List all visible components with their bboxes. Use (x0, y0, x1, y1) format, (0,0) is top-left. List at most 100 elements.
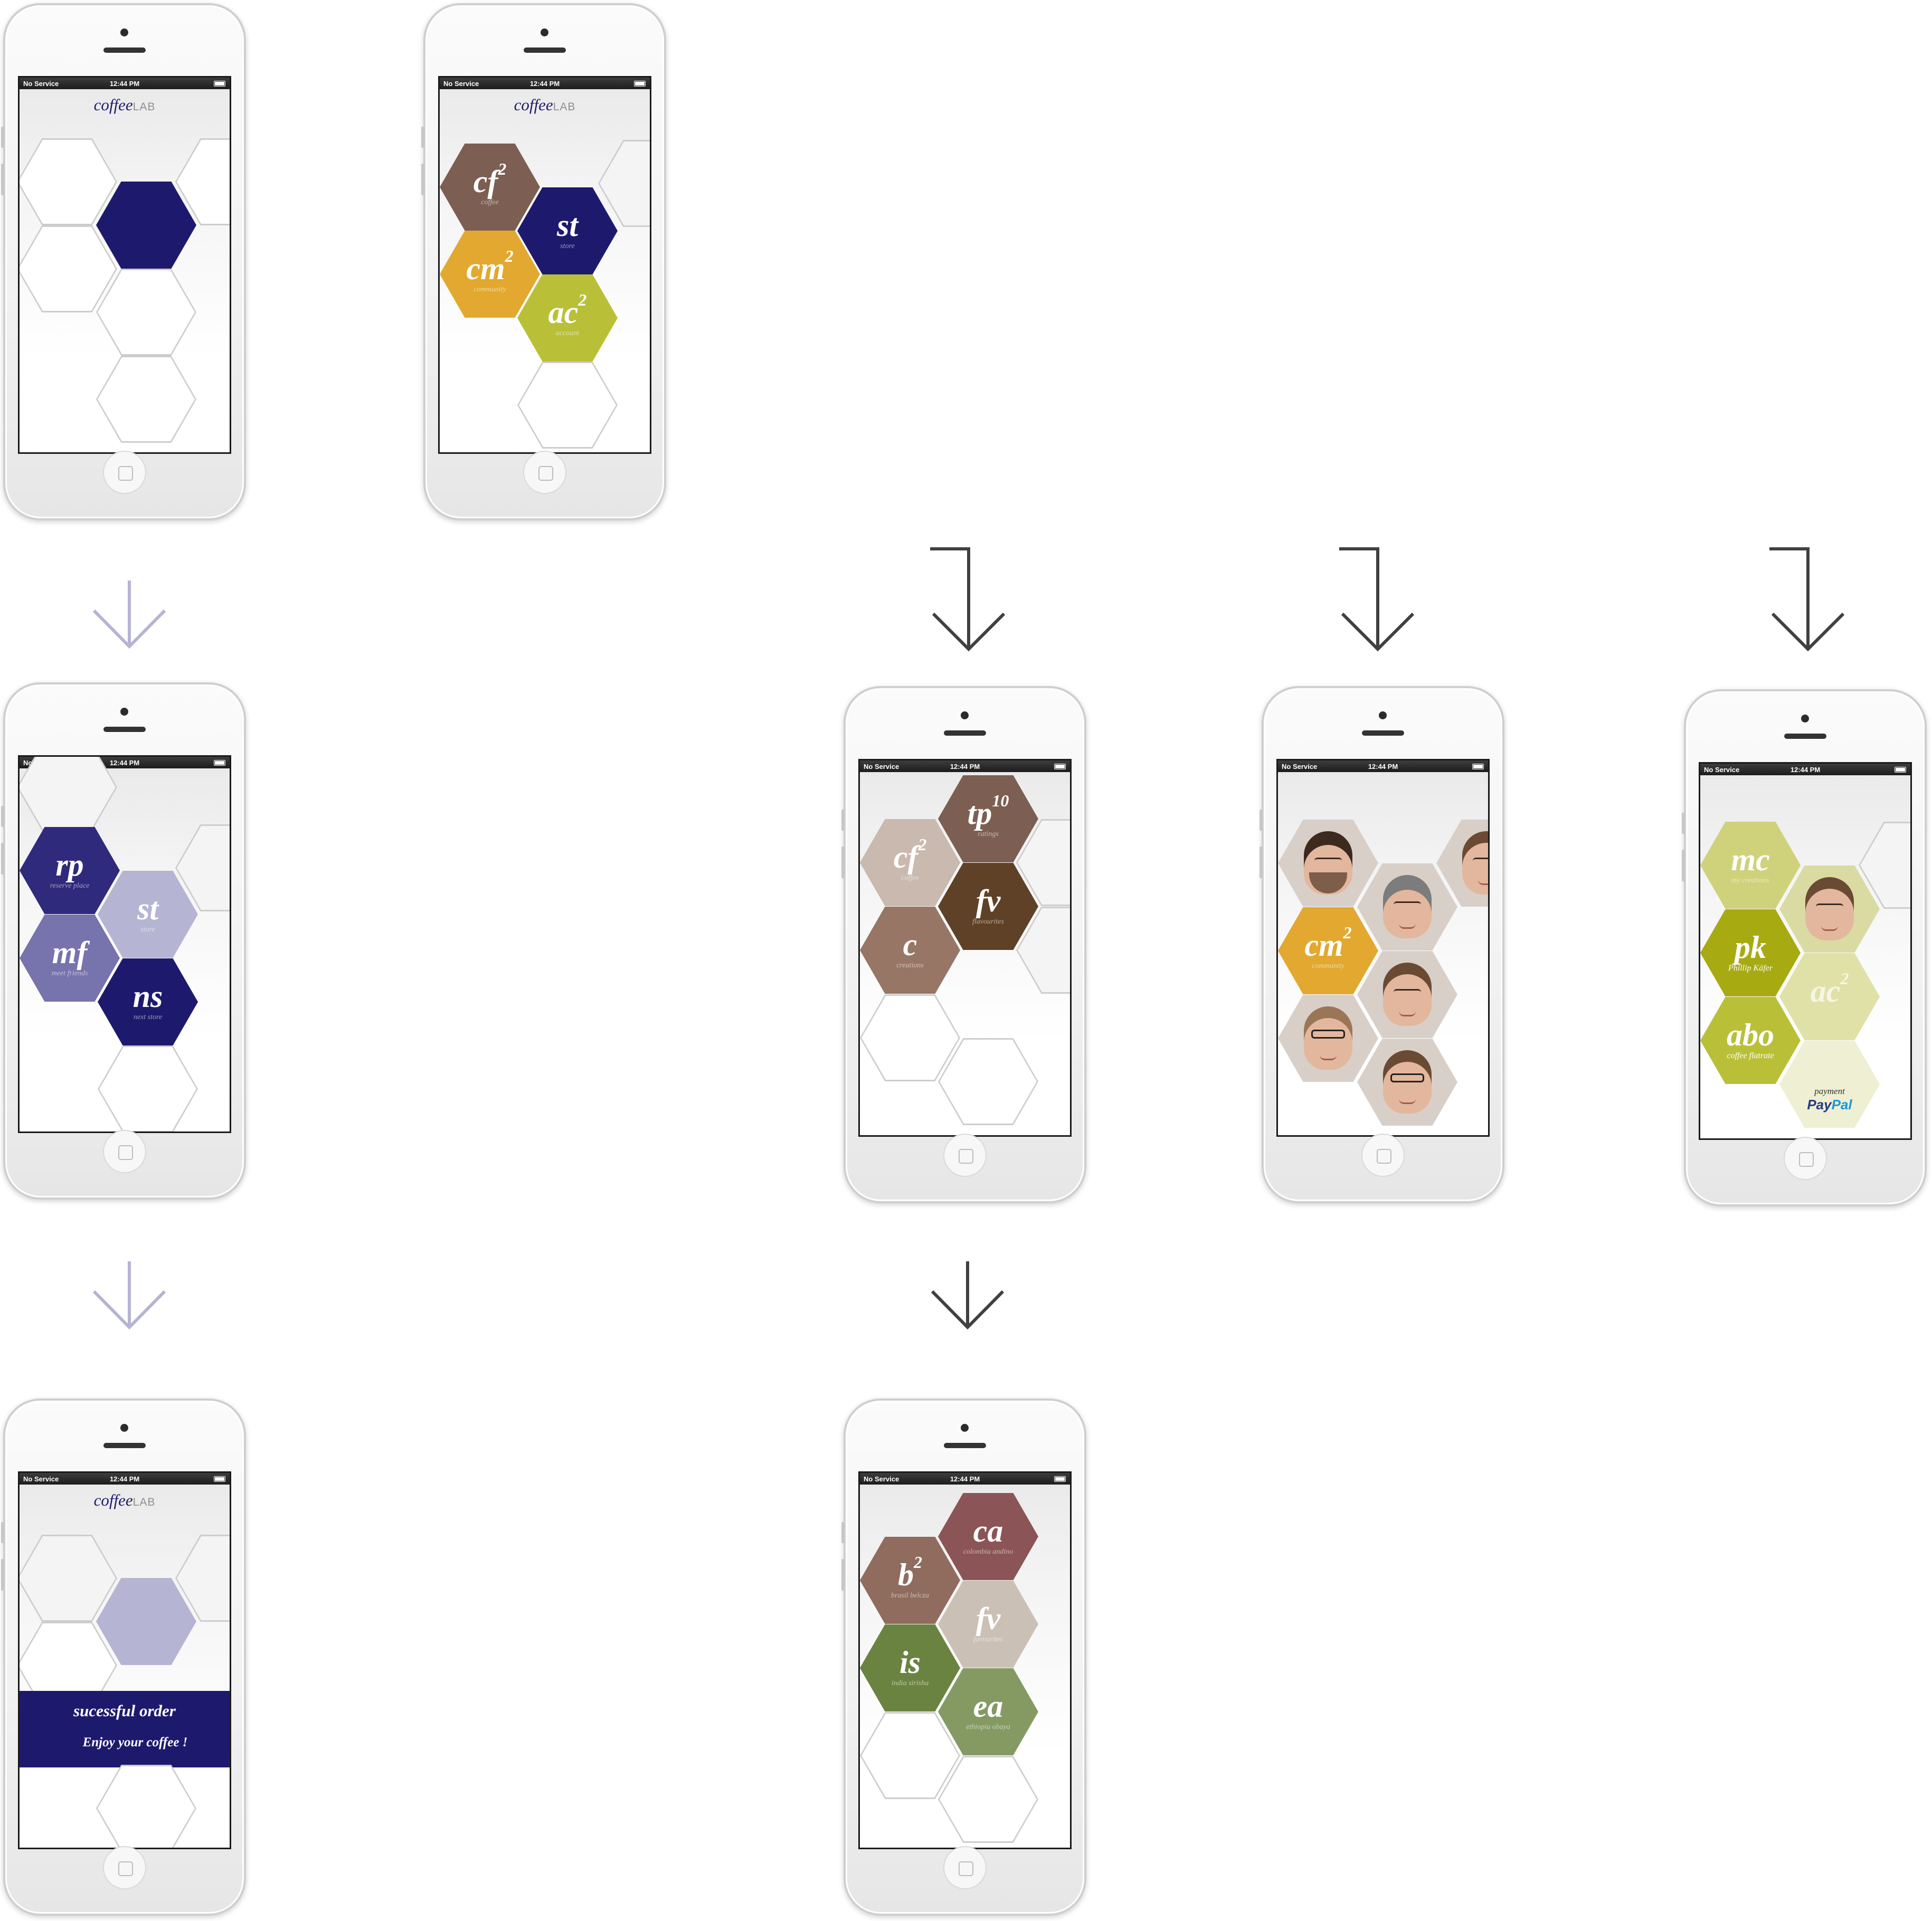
hex-slot (20, 225, 117, 312)
flow-arrow-down-icon (92, 581, 166, 649)
carrier-label: No Service (864, 1475, 899, 1483)
clock: 12:44 PM (529, 80, 560, 88)
member-photo[interactable] (1278, 820, 1378, 907)
order-success-banner: sucessful order Enjoy your coffee ! (20, 1691, 230, 1767)
home-button[interactable] (103, 1846, 146, 1889)
home-button[interactable] (1784, 1137, 1827, 1180)
hex-meet-friends[interactable]: mf meet friends (20, 915, 120, 1002)
status-bar: No Service 12:44 PM (440, 78, 650, 89)
screen: No Service 12:44 PM coffeeLAB cf2 coffee… (438, 76, 651, 454)
battery-icon (634, 81, 646, 87)
hex-account[interactable]: ac2 (1779, 953, 1880, 1040)
home-button[interactable] (1361, 1134, 1405, 1177)
hex-slot (96, 1765, 196, 1848)
carrier-label: No Service (864, 763, 899, 771)
home-button[interactable] (943, 1134, 987, 1177)
clock: 12:44 PM (1368, 763, 1398, 771)
hex-brand-center[interactable] (96, 182, 196, 269)
carrier-label: No Service (1282, 763, 1318, 771)
flow-arrow-down-icon (92, 1261, 166, 1330)
battery-icon (1472, 764, 1484, 769)
carrier-label: No Service (443, 80, 479, 88)
member-photo[interactable] (1278, 995, 1378, 1082)
hex-slot (20, 138, 117, 225)
hex-community[interactable]: cm2 community (440, 231, 540, 318)
hex-slot (20, 1535, 117, 1622)
clock: 12:44 PM (109, 1475, 140, 1483)
hex-coffee[interactable]: cf2 coffee (440, 144, 540, 231)
member-photo[interactable] (1357, 951, 1457, 1038)
payment-label: payment (1814, 1086, 1845, 1096)
screen: No Service 12:44 PM coffeeLAB (18, 76, 231, 454)
front-camera (1801, 715, 1809, 722)
phone-community: No Service 12:44 PM cm2 community (1259, 686, 1504, 1203)
order-message: Enjoy your coffee ! (82, 1735, 188, 1749)
clock: 12:44 PM (109, 759, 140, 767)
hex-account[interactable]: ac2 account (517, 274, 618, 362)
home-button[interactable] (523, 451, 566, 494)
battery-icon (214, 81, 225, 87)
front-camera (120, 1424, 128, 1432)
hex-favourites[interactable]: fv favourites (938, 1581, 1038, 1668)
battery-icon (1054, 764, 1066, 769)
member-photo[interactable] (1357, 1039, 1457, 1126)
hex-slot (20, 757, 117, 831)
hex-slot (96, 269, 196, 356)
clock: 12:44 PM (950, 763, 980, 771)
hex-my-creations[interactable]: mc my creations (1700, 822, 1801, 909)
screen: No Service 12:44 PM cm2 community (1276, 759, 1490, 1137)
hex-slot (938, 1756, 1038, 1843)
clock: 12:44 PM (1790, 766, 1821, 774)
home-button[interactable] (103, 1130, 146, 1173)
hex-top-ratings[interactable]: tp10 ratings (938, 775, 1038, 862)
hex-slot (938, 1038, 1038, 1125)
carrier-label: No Service (1704, 766, 1740, 774)
hex-coffee[interactable]: cf2 coffee (860, 819, 960, 906)
carrier-label: No Service (23, 80, 59, 88)
status-bar: No Service 12:44 PM (1278, 760, 1488, 772)
hex-ethiopia-obaya[interactable]: ea ethiopia obaya (938, 1668, 1038, 1755)
hex-community[interactable]: cm2 community (1278, 907, 1378, 994)
front-camera (961, 711, 969, 719)
flow-arrow-elbow-icon (1769, 547, 1845, 652)
hex-payment[interactable]: payment PayPal (1779, 1041, 1880, 1128)
carrier-label: No Service (23, 1475, 59, 1483)
front-camera (1379, 711, 1387, 719)
hex-colombia-andino[interactable]: ca colombia andino (938, 1493, 1038, 1580)
clock: 12:44 PM (950, 1475, 980, 1483)
hex-store[interactable]: st store (98, 871, 198, 958)
hex-favourites[interactable]: fv flavourites (938, 863, 1038, 950)
hex-creations[interactable]: c creations (860, 907, 960, 994)
hex-profile[interactable]: pk Phillip Käfer (1700, 909, 1801, 996)
earpiece-speaker (1784, 734, 1826, 739)
front-camera (961, 1424, 969, 1432)
member-photo[interactable] (1357, 863, 1457, 950)
phone-order-success: No Service 12:44 PM coffeeLAB sucessful … (1, 1399, 246, 1916)
earpiece-speaker (103, 1443, 146, 1448)
hex-slot (860, 994, 960, 1081)
flow-arrow-down-icon (931, 1261, 1005, 1330)
status-bar: No Service 12:44 PM (20, 1473, 230, 1485)
app-logo: coffeeLAB (514, 96, 576, 114)
profile-photo[interactable] (1779, 866, 1880, 953)
status-bar: No Service 12:44 PM (20, 78, 230, 89)
hex-reserve-place[interactable]: rp reserve place (20, 827, 120, 914)
earpiece-speaker (944, 1443, 986, 1448)
home-button[interactable] (103, 451, 146, 494)
battery-icon (1054, 1476, 1066, 1482)
hex-slot (860, 1712, 960, 1799)
hex-brasil-belcza[interactable]: b2 brasil belcza (860, 1537, 960, 1624)
front-camera (120, 708, 128, 716)
phone-splash: No Service 12:44 PM coffeeLAB (1, 3, 246, 520)
home-button[interactable] (943, 1846, 987, 1889)
paypal-logo: PayPal (1807, 1097, 1852, 1112)
battery-icon (1895, 767, 1906, 773)
hex-selected (96, 1578, 196, 1665)
hex-coffee-flatrate[interactable]: abo coffee flatrate (1700, 997, 1801, 1084)
earpiece-speaker (103, 47, 146, 53)
hex-india-sirisha[interactable]: is india sirisha (860, 1624, 960, 1711)
front-camera (120, 28, 128, 36)
hex-slot (98, 1045, 198, 1131)
battery-icon (214, 760, 225, 766)
hex-next-store[interactable]: ns next store (98, 958, 198, 1045)
